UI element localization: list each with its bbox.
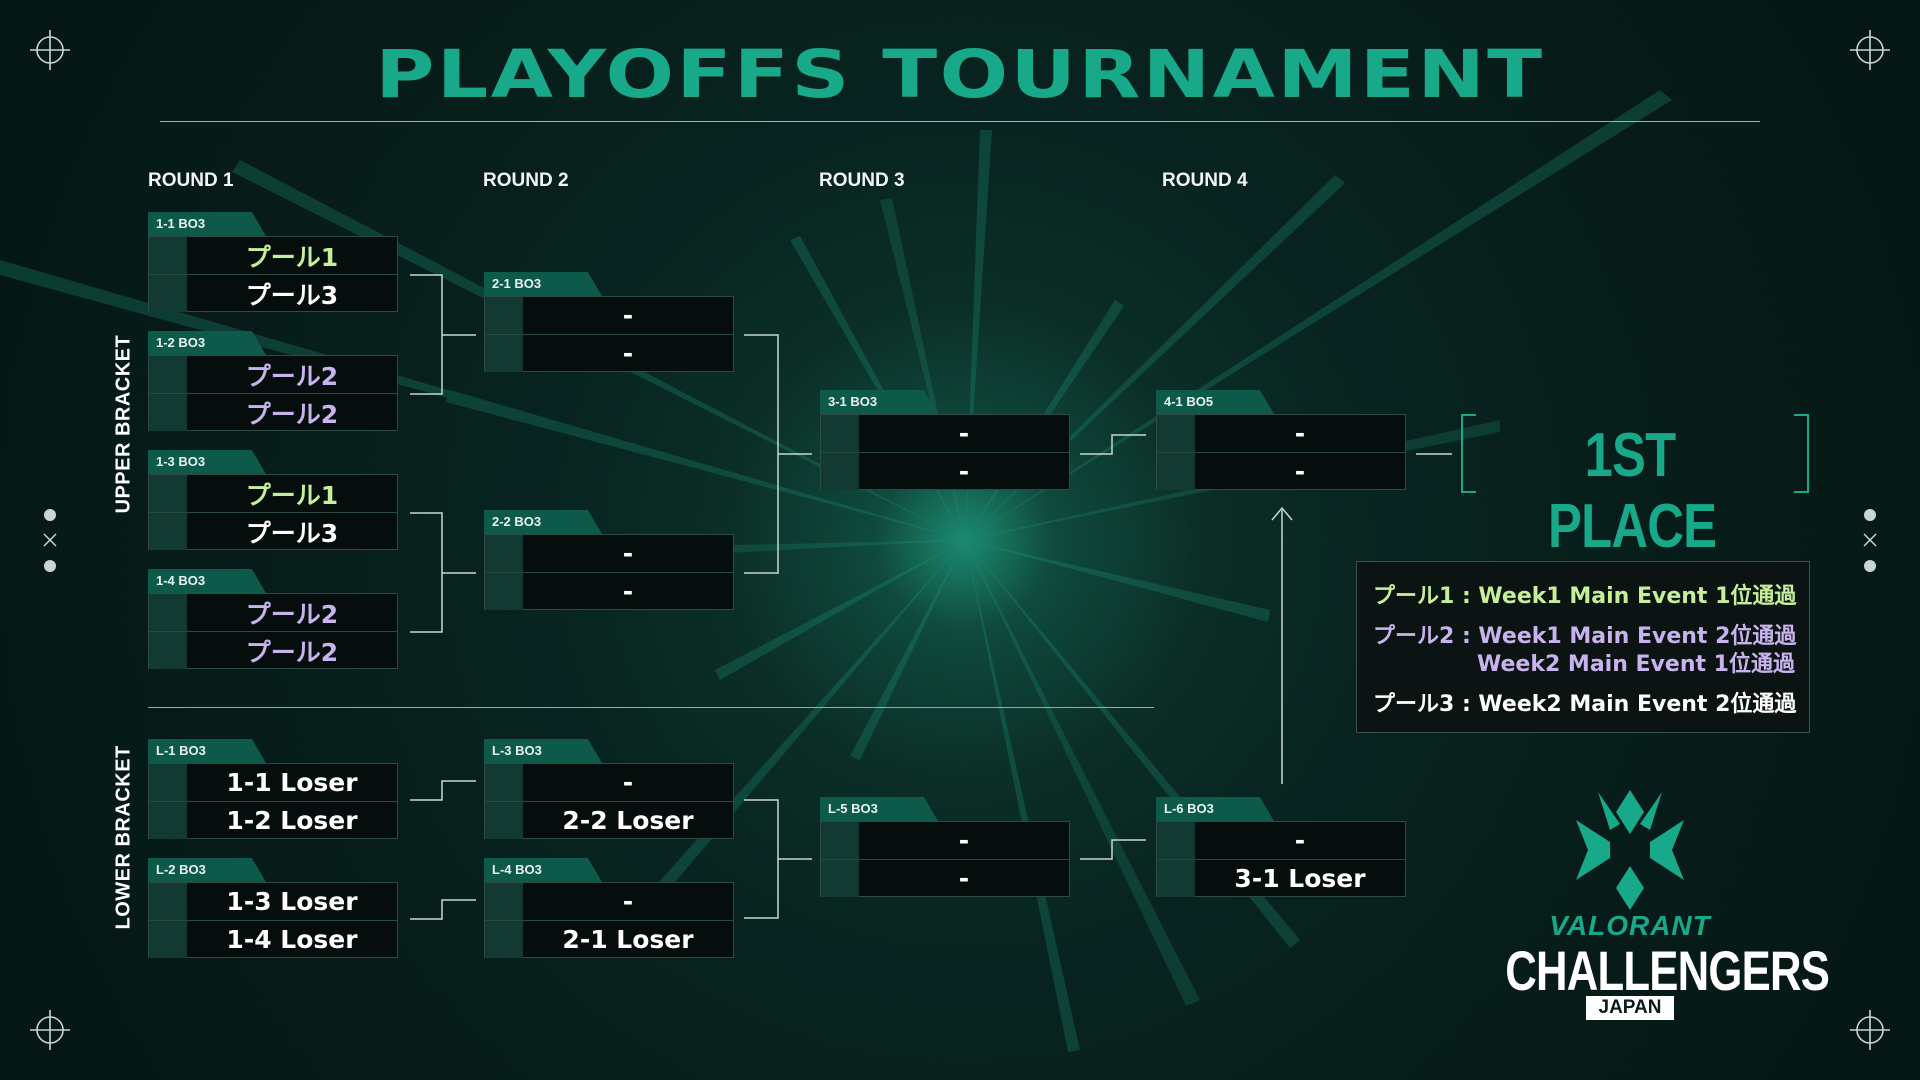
team-slot: 3-1 Loser [1234, 864, 1366, 893]
team-slot: 2-2 Loser [562, 806, 694, 835]
legend-pool2-b: Week2 Main Event 1位通過 [1477, 652, 1795, 677]
team-slot: - [958, 826, 970, 855]
match-tag: L-4 BO3 [484, 858, 602, 882]
match-1-1: 1-1 BO3 プール1 プール3 [148, 212, 398, 312]
match-l-6: L-6 BO3 - 3-1 Loser [1156, 797, 1406, 897]
team-slot: - [622, 539, 634, 568]
match-tag: L-2 BO3 [148, 858, 266, 882]
match-4-1: 4-1 BO5 - - [1156, 390, 1406, 490]
legend-pool1: プール1 : Week1 Main Event 1位通過 [1373, 584, 1797, 609]
match-tag: 1-4 BO3 [148, 569, 266, 593]
match-tag: 2-2 BO3 [484, 510, 602, 534]
team-slot: - [1294, 457, 1306, 486]
team-slot: プール3 [245, 518, 339, 548]
match-l-4: L-4 BO3 - 2-1 Loser [484, 858, 734, 958]
team-slot: プール2 [245, 599, 339, 629]
team-slot: 2-1 Loser [562, 925, 694, 954]
logo-japan-badge: JAPAN [1586, 996, 1674, 1020]
bracket-divider [148, 707, 1154, 708]
round-3-label: ROUND 3 [819, 170, 905, 191]
valorant-challengers-logo: VALORANT CHALLENGERS JAPAN [1470, 790, 1830, 1030]
first-place-label: 1ST PLACE [1548, 421, 1717, 561]
team-slot: - [1294, 826, 1306, 855]
pool-legend: プール1 : Week1 Main Event 1位通過 プール2 : Week… [1356, 561, 1810, 733]
match-3-1: 3-1 BO3 - - [820, 390, 1070, 490]
team-slot: 1-3 Loser [226, 887, 358, 916]
round-4-label: ROUND 4 [1162, 170, 1248, 191]
team-slot: - [622, 577, 634, 606]
round-1-label: ROUND 1 [148, 170, 234, 191]
match-1-4: 1-4 BO3 プール2 プール2 [148, 569, 398, 669]
match-tag: 1-3 BO3 [148, 450, 266, 474]
team-slot: - [958, 457, 970, 486]
match-1-2: 1-2 BO3 プール2 プール2 [148, 331, 398, 431]
team-slot: 1-1 Loser [226, 768, 358, 797]
match-tag: 1-2 BO3 [148, 331, 266, 355]
match-tag: L-6 BO3 [1156, 797, 1274, 821]
team-slot: プール3 [245, 280, 339, 310]
team-slot: - [622, 768, 634, 797]
match-tag: L-5 BO3 [820, 797, 938, 821]
match-tag: 4-1 BO5 [1156, 390, 1274, 414]
team-slot: 1-2 Loser [226, 806, 358, 835]
vct-emblem-icon [1576, 790, 1684, 910]
round-2-label: ROUND 2 [483, 170, 569, 191]
corner-marks [30, 30, 1890, 1050]
logo-valorant-text: VALORANT [1549, 910, 1711, 941]
team-slot: プール1 [245, 242, 339, 272]
team-slot: - [622, 339, 634, 368]
logo-challengers-text: CHALLENGERS [1505, 939, 1830, 1002]
title-divider [160, 121, 1760, 122]
team-slot: - [958, 419, 970, 448]
match-l-3: L-3 BO3 - 2-2 Loser [484, 739, 734, 839]
match-tag: L-3 BO3 [484, 739, 602, 763]
team-slot: プール1 [245, 480, 339, 510]
team-slot: - [622, 887, 634, 916]
match-tag: 1-1 BO3 [148, 212, 266, 236]
team-slot: - [958, 864, 970, 893]
legend-pool2: プール2 : Week1 Main Event 2位通過 [1373, 624, 1797, 649]
team-slot: - [622, 301, 634, 330]
match-tag: 3-1 BO3 [820, 390, 938, 414]
match-l-2: L-2 BO3 1-3 Loser 1-4 Loser [148, 858, 398, 958]
match-tag: L-1 BO3 [148, 739, 266, 763]
page-title: PLAYOFFS TOURNAMENT [375, 36, 1545, 113]
team-slot: プール2 [245, 399, 339, 429]
match-l-5: L-5 BO3 - - [820, 797, 1070, 897]
match-tag: 2-1 BO3 [484, 272, 602, 296]
team-slot: 1-4 Loser [226, 925, 358, 954]
match-l-1: L-1 BO3 1-1 Loser 1-2 Loser [148, 739, 398, 839]
match-1-3: 1-3 BO3 プール1 プール3 [148, 450, 398, 550]
team-slot: プール2 [245, 637, 339, 667]
legend-pool3: プール3 : Week2 Main Event 2位通過 [1373, 692, 1797, 717]
match-2-2: 2-2 BO3 - - [484, 510, 734, 610]
match-2-1: 2-1 BO3 - - [484, 272, 734, 372]
team-slot: プール2 [245, 361, 339, 391]
team-slot: - [1294, 419, 1306, 448]
